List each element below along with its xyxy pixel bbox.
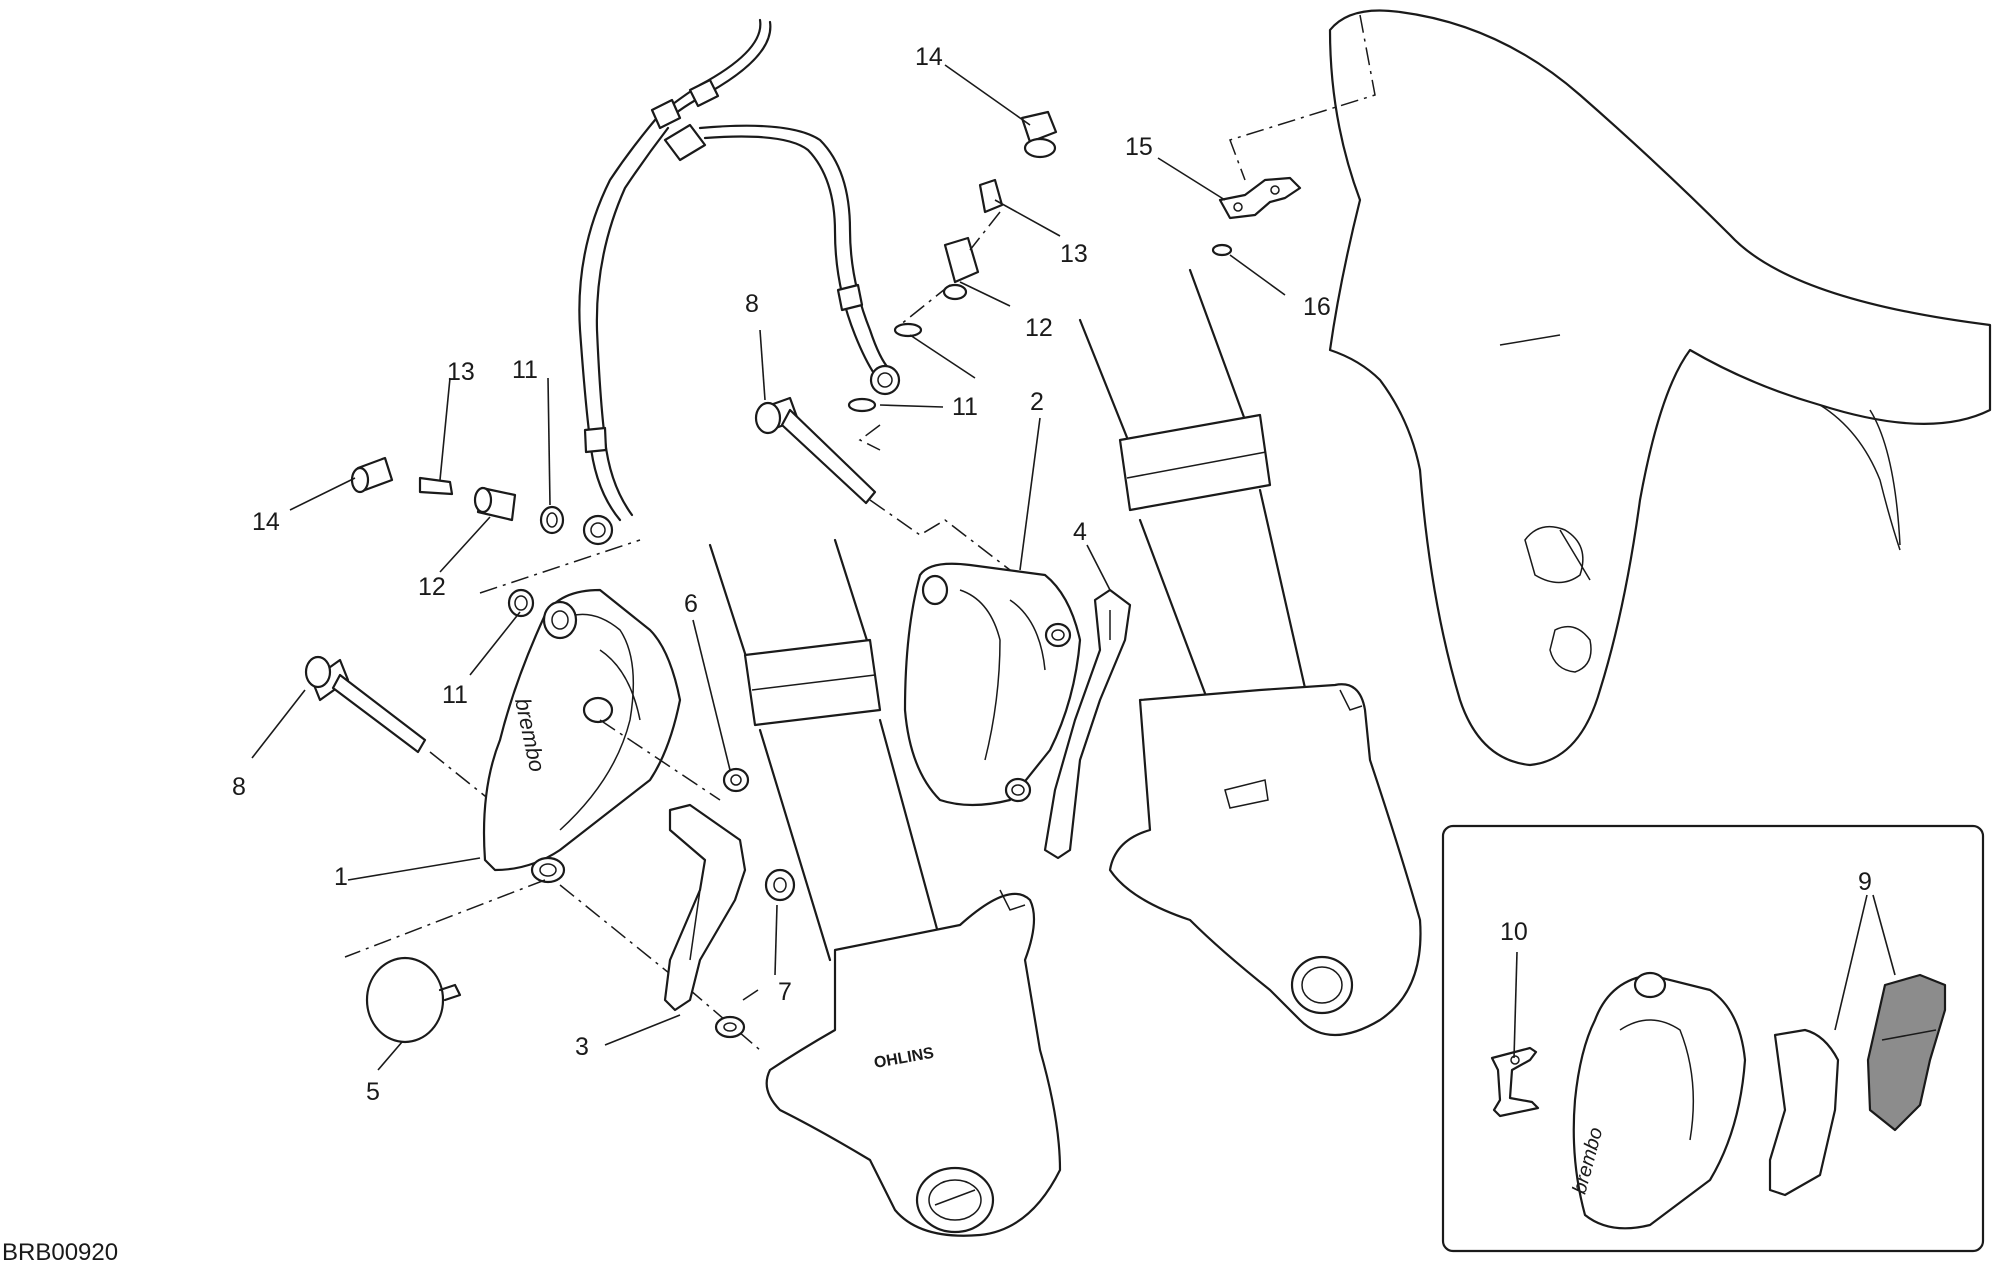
mudguard-dash-line	[1229, 14, 1376, 181]
part-11-washer-right-a	[893, 322, 923, 338]
drawing-code: BRB00920	[2, 1239, 118, 1265]
part-11-washer-left-a	[539, 505, 565, 535]
part-13-bleed-right	[978, 178, 1004, 214]
left-fitting-stack	[350, 456, 565, 618]
part-9-pad-rear	[1866, 973, 1947, 1132]
part-5-caliper-cap	[365, 956, 462, 1044]
left-fitting-dash-line	[479, 539, 641, 594]
part-3-pad-spring-left	[663, 803, 747, 1012]
callout-11-right: 11	[952, 393, 978, 421]
caliper-cover-dash-line	[344, 879, 546, 958]
callout-2: 2	[1030, 388, 1044, 416]
callout-5: 5	[366, 1078, 380, 1106]
part-9-pad-front	[1768, 1028, 1840, 1197]
callout-16: 16	[1303, 293, 1331, 321]
part-16-washer	[1211, 243, 1233, 257]
callout-14-right: 14	[915, 43, 943, 71]
right-fitting-dash-line	[858, 211, 1001, 451]
part-8-bolt-left	[304, 655, 427, 754]
inset-caliper: brembo	[1569, 971, 1747, 1230]
part-15-bracket	[1218, 176, 1302, 220]
part-7-washer-b	[714, 1015, 746, 1039]
callout-3: 3	[575, 1033, 589, 1061]
callout-11-left-top: 11	[512, 356, 538, 384]
part-4-pad-spring-right	[1043, 588, 1132, 860]
callout-4: 4	[1073, 518, 1087, 546]
inset-pad-detail: brembo	[1441, 824, 1985, 1253]
callout-6: 6	[684, 590, 698, 618]
part-6-bushing	[722, 767, 750, 793]
part-11-washer-right-b	[847, 397, 877, 413]
part-11-washer-left-b	[507, 588, 535, 618]
callout-leaders	[251, 64, 1896, 1071]
right-fitting-stack	[847, 110, 1058, 413]
callout-8-left: 8	[232, 773, 246, 801]
callout-1: 1	[334, 863, 348, 891]
part-12-banjo-right	[943, 236, 980, 284]
part-10-pad-pin-clip	[1490, 1046, 1540, 1118]
callout-12-right: 12	[1025, 314, 1053, 342]
right-fork-leg	[1078, 268, 1422, 1037]
front-mudguard	[1328, 9, 1992, 767]
part-8-bolt-right	[754, 396, 877, 505]
part-7-washer-a	[764, 868, 796, 902]
part-13-bleed-left	[418, 476, 454, 496]
bolt-left-dash-line	[429, 751, 491, 801]
left-fork-leg: OHLINS	[708, 538, 1062, 1237]
brake-hose	[578, 18, 901, 546]
callout-8-right: 8	[745, 290, 759, 318]
callout-12-left: 12	[418, 573, 446, 601]
part-14-cap-right	[1020, 110, 1058, 144]
part-1-caliper-left: brembo	[482, 588, 682, 884]
callout-11-left-bottom: 11	[442, 681, 468, 709]
callout-9: 9	[1858, 868, 1872, 896]
bolt-right-dash-line	[869, 499, 1011, 571]
callout-13-right: 13	[1060, 240, 1088, 268]
callout-14-left: 14	[252, 508, 280, 536]
callout-13-left: 13	[447, 358, 475, 386]
callout-15: 15	[1125, 133, 1153, 161]
callout-7: 7	[778, 978, 792, 1006]
part-2-caliper-right	[903, 562, 1082, 807]
callout-10: 10	[1500, 918, 1528, 946]
